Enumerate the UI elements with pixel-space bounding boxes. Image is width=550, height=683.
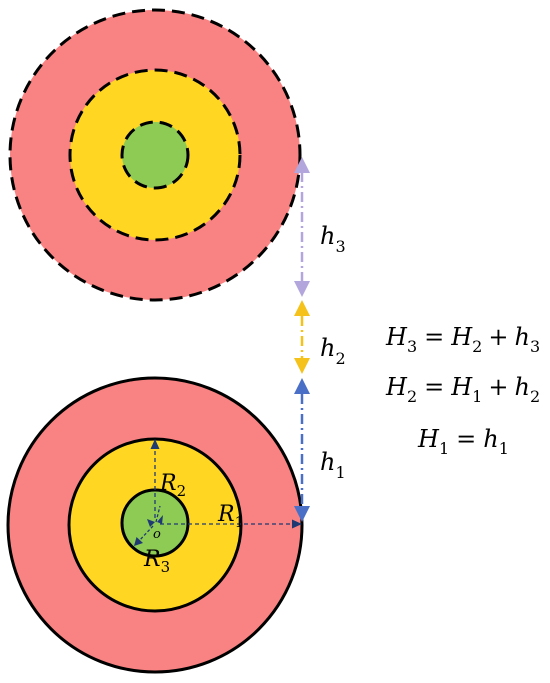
label-h1: h1 [320,448,346,482]
h1-arrow-head-bottom [294,506,310,522]
bottom-layered-circle [6,376,304,674]
label-r1: R1 [217,502,244,531]
equation-h1: H1=h1 [417,425,509,458]
equation-h2: H2=H1+h2 [385,373,540,406]
r2-arrow-head [150,439,160,449]
top-layered-circle [8,8,302,302]
h2-arrow-head-top [294,300,310,316]
h3-arrow-head-top [294,157,310,173]
r3-arrow-head [134,537,143,546]
equation-h3: H3=H2+h3 [385,323,540,356]
center-arrow-stem [155,505,161,523]
label-r2: R2 [159,471,186,500]
h3-arrow-head-bottom [294,281,310,297]
h1-arrow-head-top [294,378,310,394]
center-arrow-head-a [147,519,155,527]
h2-arrow-head-bottom [294,358,310,374]
center-arrow-head-b [157,515,163,524]
label-h2: h2 [320,334,346,368]
label-center-o: o [153,527,161,542]
height-arrows [294,157,310,522]
label-h3: h3 [320,222,346,256]
label-r3: R3 [143,547,170,576]
r1-arrow-head [292,519,302,529]
r3-arrow-line [137,525,154,543]
radius-arrows [134,439,302,546]
top-core [120,120,190,190]
